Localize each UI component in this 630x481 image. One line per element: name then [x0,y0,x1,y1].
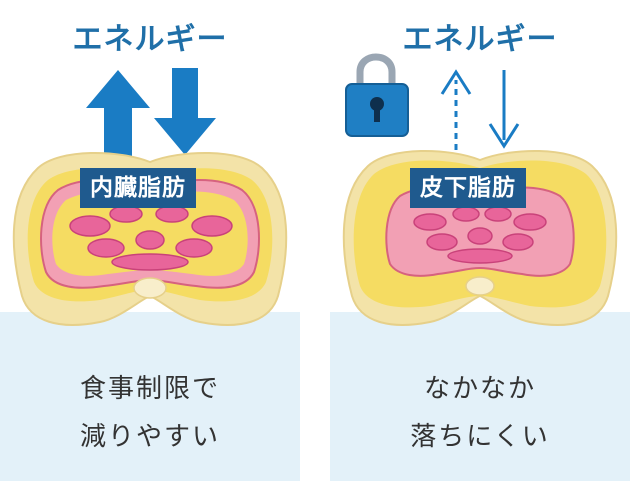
energy-title: エネルギー [402,22,558,57]
dashed-up-arrow-icon [440,69,472,150]
padlock-icon [345,53,409,137]
caption-background [0,312,300,481]
caption-line-1: 食事制限で [79,374,220,404]
visceral-fat-label: 内臓脂肪 [80,168,196,208]
abdomen-cross-section-subcutaneous [342,53,618,326]
caption-background [330,312,630,481]
caption-line-2: 落ちにくい [410,422,550,452]
caption-line-2: 減りやすい [79,422,220,452]
abdomen-cross-section-visceral [12,68,288,326]
thin-down-arrow-icon [488,70,520,149]
energy-title: エネルギー [72,22,228,57]
caption-line-1: なかなか [423,374,536,404]
subcutaneous-fat-label: 皮下脂肪 [410,168,526,208]
subcutaneous-fat-panel: エネルギー [330,0,630,481]
solid-up-arrow-icon [86,70,150,158]
visceral-fat-panel: エネルギー [0,0,300,481]
solid-down-arrow-icon [154,68,216,155]
